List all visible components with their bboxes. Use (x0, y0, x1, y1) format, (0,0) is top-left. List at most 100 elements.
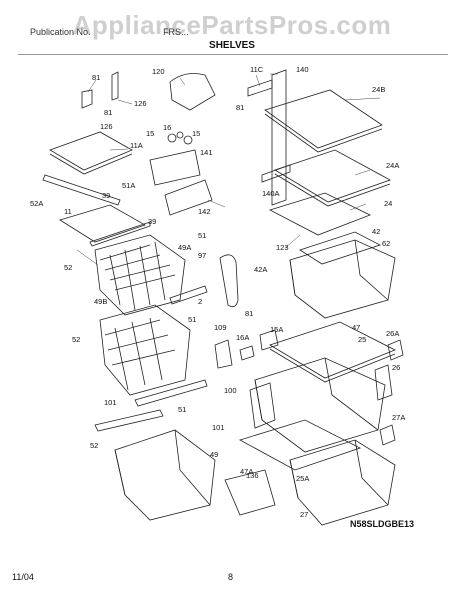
callout-52: 52 (72, 335, 80, 344)
part-109 (214, 339, 233, 369)
publication-label: Publication No. (30, 27, 91, 37)
part-bin-49 (114, 429, 216, 521)
callout-141: 141 (200, 148, 213, 157)
part-15 (167, 133, 177, 143)
callout-24: 24 (384, 199, 392, 208)
part-shelf-11 (59, 204, 146, 243)
part-rail-39 (89, 221, 151, 247)
part-27A (379, 424, 396, 446)
part-shelf-24A (274, 149, 391, 203)
part-26A (387, 339, 404, 361)
callout-62: 62 (382, 239, 390, 248)
callout-24a: 24A (386, 161, 399, 170)
part-shelf-24 (268, 192, 372, 236)
part-panel-142 (164, 179, 213, 216)
callout-109: 109 (214, 323, 227, 332)
callout-11: 11 (64, 207, 72, 216)
callout-16a: 16A (236, 333, 249, 342)
callout-126: 126 (100, 122, 113, 131)
callout-97: 97 (198, 251, 206, 260)
callout-120: 120 (152, 67, 165, 76)
part-bracket-141 (149, 149, 201, 186)
part-rail-2 (169, 285, 208, 305)
watermark: AppliancePartsPros.com (72, 10, 392, 40)
part-crisper-25 (254, 357, 386, 453)
callout-25: 25 (358, 335, 366, 344)
callout-47: 47 (352, 323, 360, 332)
callout-49a: 49A (178, 243, 191, 252)
part-rail-126 (111, 71, 119, 101)
footer-date: 11/04 (12, 572, 34, 582)
part-handle-136 (224, 469, 276, 516)
callout-101: 101 (212, 423, 225, 432)
callout-142: 142 (198, 207, 211, 216)
callout-52: 52 (90, 441, 98, 450)
part-drawings (42, 69, 404, 526)
part-cover-120 (169, 73, 216, 111)
callout-15: 15 (192, 129, 200, 138)
callout-15a: 15A (270, 325, 283, 334)
callout-42a: 42A (254, 265, 267, 274)
callout-26: 26 (392, 363, 400, 372)
part-15A (259, 329, 279, 351)
callout-51: 51 (188, 315, 196, 324)
part-rail-52 (94, 409, 164, 432)
callout-49b: 49B (94, 297, 107, 306)
callout-11a: 11A (130, 141, 143, 150)
part-rail-140 (271, 69, 287, 206)
part-basket-49B (99, 304, 191, 396)
callout-140: 140 (296, 65, 309, 74)
callout-81: 81 (236, 103, 244, 112)
callout-51: 51 (178, 405, 186, 414)
part-rail-51 (134, 379, 208, 407)
callout-51: 51 (198, 231, 206, 240)
part-cover-47A (238, 419, 362, 471)
footer-page: 8 (228, 572, 234, 582)
callout-101: 101 (104, 398, 117, 407)
part-bracket-140A (261, 164, 291, 183)
callout-26a: 26A (386, 329, 399, 338)
callout-136: 136 (246, 471, 259, 480)
callout-81: 81 (92, 73, 100, 82)
header-line: Publication No. FRS... (30, 27, 259, 37)
part-rail-51A (42, 174, 121, 206)
part-cover-47 (269, 321, 396, 379)
callout-27: 27 (300, 510, 308, 519)
part-lid-42 (299, 231, 382, 265)
callout-81: 81 (245, 309, 253, 318)
callout-100: 100 (224, 386, 237, 395)
callout-52: 52 (64, 263, 72, 272)
header-rule (18, 54, 448, 55)
callout-123: 123 (276, 243, 289, 252)
part-16 (176, 131, 184, 139)
part-16A (239, 345, 255, 361)
leader-lines (76, 73, 381, 266)
part-26 (374, 364, 393, 401)
callout-140a: 140A (262, 189, 280, 198)
callout-25a: 25A (296, 474, 309, 483)
part-15b (183, 135, 193, 145)
callout-27a: 27A (392, 413, 405, 422)
part-drawer-62 (289, 239, 396, 319)
callout-52a: 52A (30, 199, 43, 208)
callout-39: 39 (148, 217, 156, 226)
callout-11c: 11C (250, 65, 264, 74)
part-rail-100 (249, 382, 276, 429)
model-label: FRS... (163, 27, 189, 37)
callout-126: 126 (134, 99, 147, 108)
callout-24b: 24B (372, 85, 385, 94)
callout-47a: 47A (240, 467, 253, 476)
callout-42: 42 (372, 227, 380, 236)
diagram-code: N58SLDGBE13 (350, 519, 415, 529)
part-bracket-81 (81, 89, 93, 109)
part-bracket-11C (247, 79, 273, 97)
part-basket-49A (94, 234, 186, 316)
callout-51a: 51A (122, 181, 135, 190)
part-shelf-11A (49, 131, 133, 171)
callout-81: 81 (104, 108, 112, 117)
part-coil-97 (219, 254, 239, 308)
callout-39: 39 (102, 191, 110, 200)
callout-49: 49 (210, 450, 218, 459)
